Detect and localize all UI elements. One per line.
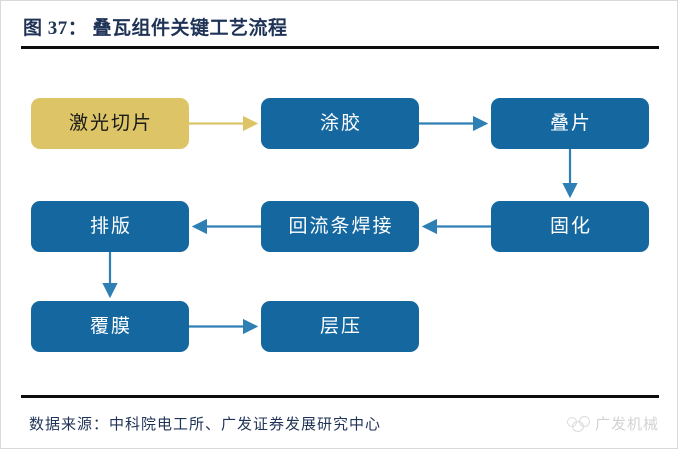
watermark-label: 广发机械 bbox=[594, 416, 659, 433]
flow-node-lamination-film[interactable]: 覆膜 bbox=[31, 301, 189, 352]
source-divider bbox=[21, 395, 659, 398]
flow-node-laser-slicing[interactable]: 激光切片 bbox=[31, 98, 189, 149]
source-note: 数据来源：中科院电工所、广发证券发展研究中心 bbox=[29, 417, 382, 433]
flow-node-reflow-soldering[interactable]: 回流条焊接 bbox=[261, 201, 419, 252]
title-divider bbox=[21, 46, 659, 49]
flow-node-laminating[interactable]: 层压 bbox=[261, 301, 419, 352]
flow-node-curing[interactable]: 固化 bbox=[491, 201, 649, 252]
three-circles-logo-icon bbox=[566, 415, 590, 432]
flow-node-glue-coating[interactable]: 涂胶 bbox=[261, 98, 419, 149]
flow-node-layout[interactable]: 排版 bbox=[31, 201, 189, 252]
flow-node-stacking[interactable]: 叠片 bbox=[491, 98, 649, 149]
watermark: 广发机械 bbox=[566, 413, 659, 434]
page-title: 图 37： 叠瓦组件关键工艺流程 bbox=[23, 18, 288, 39]
